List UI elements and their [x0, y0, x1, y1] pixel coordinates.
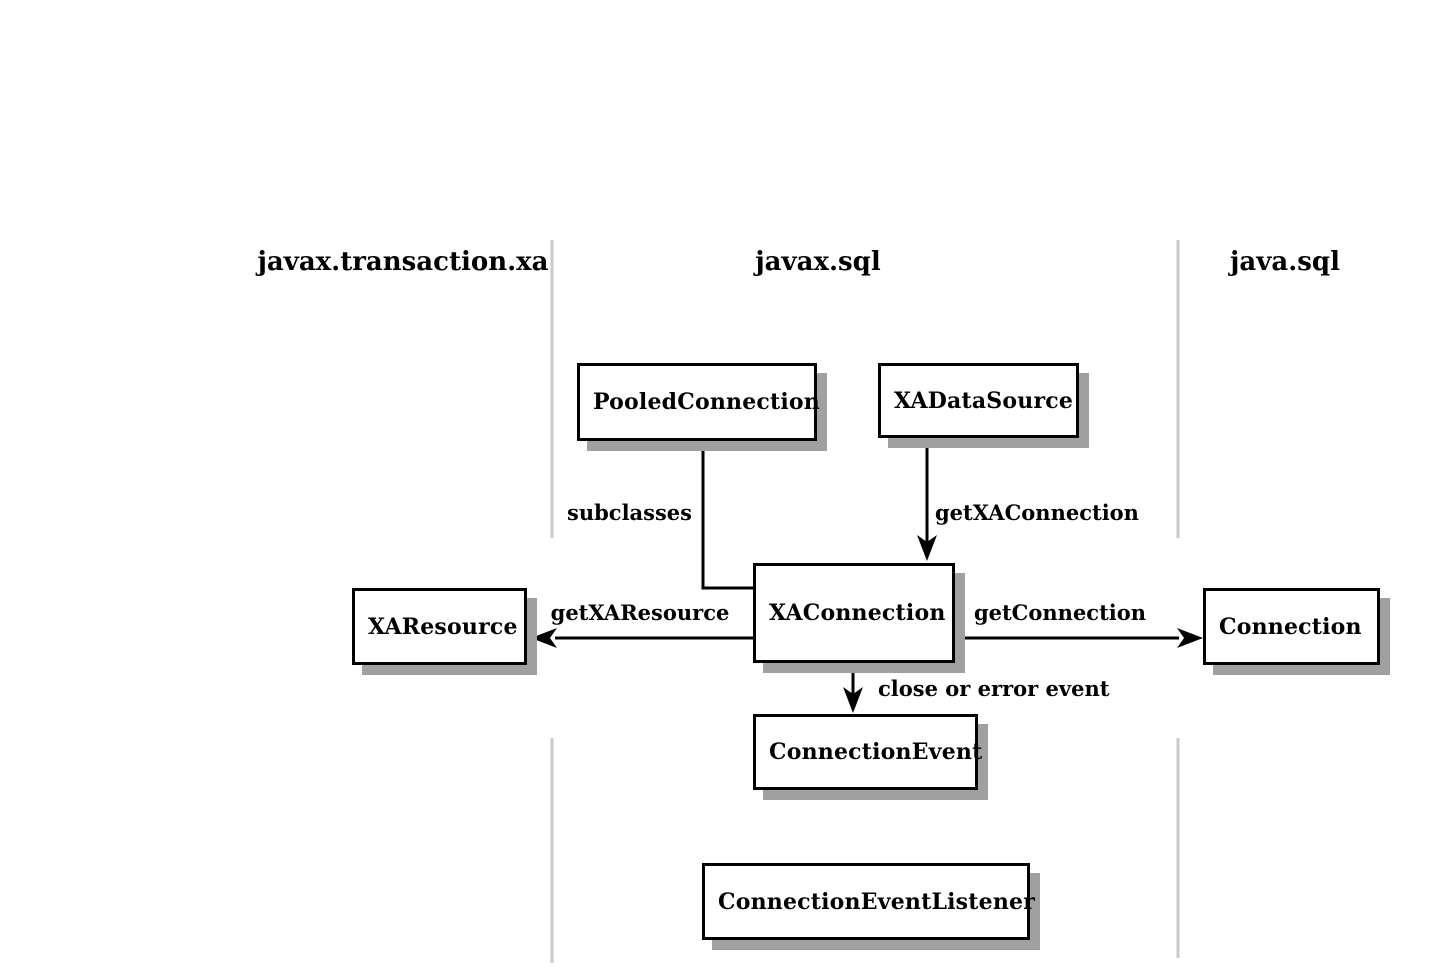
- edge-get-xa-connection-arrowhead: [917, 535, 937, 561]
- node-label: PooledConnection: [593, 389, 820, 415]
- node-connection-event: ConnectionEvent: [753, 714, 982, 790]
- node-xa-resource: XAResource: [352, 588, 527, 665]
- node-connection: Connection: [1203, 588, 1380, 665]
- package-label-javax-transaction-xa: javax.transaction.xa: [257, 247, 549, 277]
- node-xa-connection: XAConnection: [753, 563, 955, 663]
- edge-close-or-error-arrowhead: [843, 687, 863, 713]
- node-pooled-connection: PooledConnection: [577, 363, 820, 441]
- edge-label-close-or-error-event: close or error event: [878, 676, 1110, 701]
- package-label-javax-sql: javax.sql: [755, 247, 881, 277]
- node-label: Connection: [1219, 613, 1362, 640]
- node-xa-data-source: XADataSource: [878, 363, 1079, 438]
- node-label: ConnectionEventListener: [718, 888, 1036, 915]
- node-label: ConnectionEvent: [769, 739, 983, 765]
- node-label: XADataSource: [894, 387, 1074, 414]
- edge-label-get-xa-resource: getXAResource: [550, 600, 730, 625]
- node-label: XAResource: [368, 613, 518, 640]
- edge-label-subclasses: subclasses: [567, 500, 692, 525]
- edge-get-connection-arrowhead: [1177, 628, 1203, 648]
- node-connection-event-listener: ConnectionEventListener: [702, 863, 1035, 940]
- edge-get-xa-resource-arrowhead: [531, 628, 557, 648]
- package-label-java-sql: java.sql: [1230, 247, 1340, 277]
- edge-subclasses-line: [701, 440, 755, 590]
- edge-label-get-connection: getConnection: [973, 600, 1147, 625]
- edge-label-get-xa-connection: getXAConnection: [935, 500, 1139, 525]
- node-label: XAConnection: [769, 600, 946, 626]
